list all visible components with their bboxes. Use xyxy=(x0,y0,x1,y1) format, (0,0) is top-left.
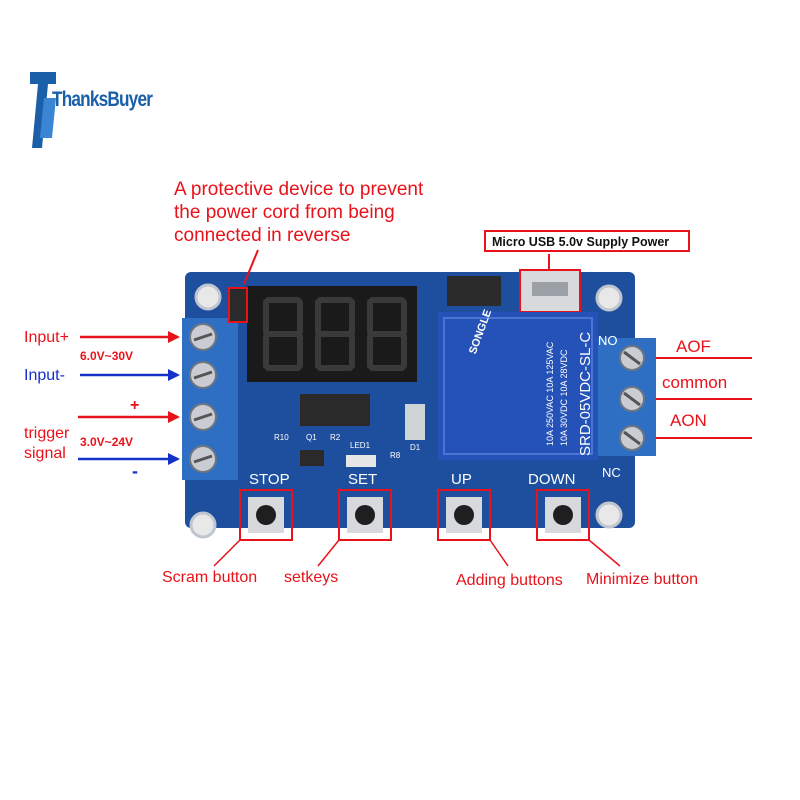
label-d1: D1 xyxy=(410,443,421,452)
trigger-voltage-label: 3.0V~24V xyxy=(80,435,134,449)
trigger-label-line-2: signal xyxy=(24,445,66,462)
trigger-plus-label: + xyxy=(130,397,140,414)
aof-label: AOF xyxy=(676,337,711,356)
input-minus-label: Input- xyxy=(24,367,65,384)
scram-button-label: Scram button xyxy=(162,569,258,586)
trigger-minus-arrow xyxy=(78,453,180,465)
micro-usb-opening xyxy=(532,282,568,296)
button-up xyxy=(437,489,491,541)
usb-power-label: Micro USB 5.0v Supply Power xyxy=(484,230,690,252)
trigger-minus-label: - xyxy=(132,461,138,481)
label-r2: R2 xyxy=(330,433,341,442)
label-led1: LED1 xyxy=(350,441,371,450)
button-stop xyxy=(239,489,293,541)
label-down: DOWN xyxy=(528,471,576,488)
input-plus-label: Input+ xyxy=(24,329,69,346)
transistor-q1 xyxy=(300,450,324,466)
protective-device-line-3: connected in reverse xyxy=(174,225,351,246)
scram-pointer xyxy=(213,539,241,567)
setkeys-pointer xyxy=(317,539,340,567)
label-set: SET xyxy=(348,471,378,488)
trigger-label-line-1: trigger xyxy=(24,425,70,442)
led1 xyxy=(346,455,376,467)
setkeys-label: setkeys xyxy=(284,569,339,586)
relay-model: SRD-05VDC-SL-C xyxy=(577,331,594,456)
mounting-hole xyxy=(595,284,623,312)
label-no: NO xyxy=(598,333,618,348)
protective-device-pointer xyxy=(243,249,259,285)
relay-rating-2: 10A 30VDC 10A 28VDC xyxy=(559,349,569,446)
brand-logo xyxy=(26,68,156,158)
button-set xyxy=(338,489,392,541)
aon-label: AON xyxy=(670,411,707,430)
common-label: common xyxy=(662,373,728,392)
mounting-hole xyxy=(189,511,217,539)
brand-name: ThanksBuyer xyxy=(52,88,153,111)
label-r10: R10 xyxy=(274,433,289,442)
label-nc: NC xyxy=(602,465,621,480)
protective-device-line-2: the power cord from being xyxy=(174,202,395,223)
mounting-hole xyxy=(595,501,623,529)
terminal-screws-left xyxy=(189,323,217,473)
mounting-hole xyxy=(194,283,222,311)
brand-logo-mark-icon xyxy=(30,72,56,148)
input-minus-arrow xyxy=(80,369,180,381)
protective-device-line-1: A protective device to prevent xyxy=(174,179,424,200)
label-q1: Q1 xyxy=(306,433,317,442)
protective-device-marker xyxy=(228,287,248,323)
button-down xyxy=(536,489,590,541)
relay-rating-1: 10A 250VAC 10A 125VAC xyxy=(545,341,555,446)
optocoupler-chip xyxy=(300,394,370,426)
label-r8: R8 xyxy=(390,451,401,460)
minimize-button-label: Minimize button xyxy=(586,571,699,588)
display-digits xyxy=(263,297,407,371)
label-up: UP xyxy=(451,471,472,488)
terminal-screws-right xyxy=(619,345,645,451)
diode-d1 xyxy=(405,404,425,440)
input-plus-arrow xyxy=(80,331,180,343)
input-voltage-label: 6.0V~30V xyxy=(80,349,134,363)
relay-body xyxy=(438,312,598,460)
minimize-pointer xyxy=(588,539,621,567)
voltage-regulator xyxy=(447,276,501,306)
adding-pointer xyxy=(489,539,509,567)
label-stop: STOP xyxy=(249,471,290,488)
trigger-plus-arrow xyxy=(78,411,180,423)
adding-buttons-label: Adding buttons xyxy=(456,572,563,589)
